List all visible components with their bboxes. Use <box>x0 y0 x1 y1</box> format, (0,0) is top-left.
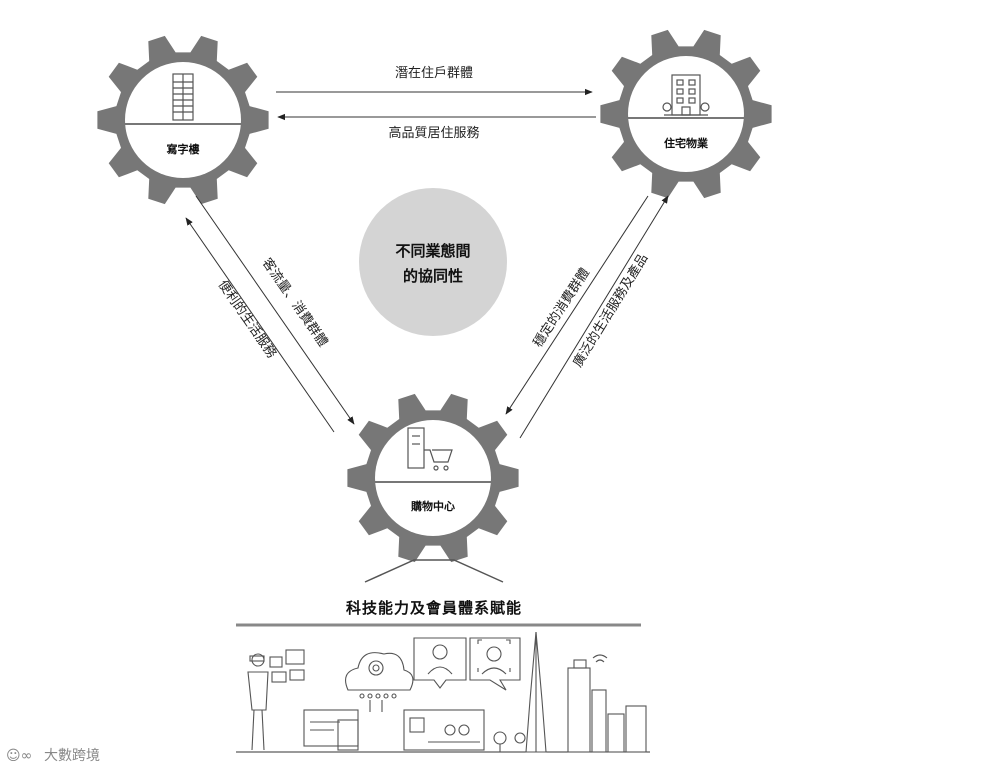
arrow-mall-to-residential <box>519 195 669 439</box>
office-gear-label: 寫字樓 <box>167 142 200 156</box>
gear-face <box>375 420 491 536</box>
center-line2: 的協同性 <box>403 267 463 285</box>
label-residential-to-office: 高品質居住服務 <box>388 125 479 141</box>
gear-face <box>628 56 744 172</box>
apartment-building-icon <box>662 74 710 116</box>
face-recognition-icon <box>413 637 521 691</box>
watermark: ☺∞ 大數跨境 <box>6 748 100 764</box>
label-mall-to-office: 便利的生活服務 <box>215 277 280 361</box>
residential-gear-label: 住宅物業 <box>664 136 709 150</box>
mall-gear-label: 購物中心 <box>410 499 455 513</box>
label-residential-to-mall: 穩定的消費群體 <box>530 265 593 350</box>
watermark-text: 大數跨境 <box>44 748 100 764</box>
vr-person-icon <box>247 649 305 751</box>
watermark-logo-icon: ☺∞ <box>6 748 32 764</box>
arrow-office-to-mall <box>195 195 355 425</box>
arrow-mall-to-office <box>185 217 335 433</box>
office-tower-icon <box>172 73 194 121</box>
monitor-icon <box>303 709 359 751</box>
mall-gear <box>347 393 519 563</box>
tech-illustration <box>236 631 650 753</box>
tech-bar-title: 科技能力及會員體系賦能 <box>346 599 522 617</box>
shopping-cart-icon <box>407 427 453 471</box>
center-line1: 不同業態間 <box>395 242 470 260</box>
funnel-connector <box>364 559 504 583</box>
city-skyline-icon <box>493 631 647 753</box>
cloud-computing-icon <box>345 652 414 712</box>
arrow-residential-to-mall <box>505 195 649 415</box>
residential-gear <box>600 29 772 199</box>
center-circle <box>359 188 507 336</box>
dashboard-panel-icon <box>403 709 485 751</box>
label-office-to-residential: 潛在住戶群體 <box>395 66 473 81</box>
